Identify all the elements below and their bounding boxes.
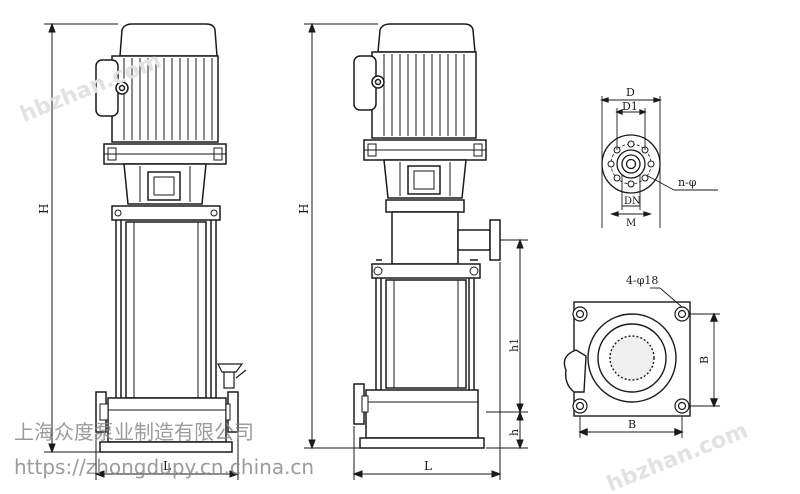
label-b-vertical: B	[698, 356, 711, 364]
mid-h-dimension	[304, 22, 378, 450]
label-h1: h1	[508, 338, 521, 352]
left-h-dimension	[44, 22, 118, 454]
mid-outlet-flange	[489, 219, 501, 261]
mid-motor-fins	[383, 54, 465, 136]
mid-l-dimension	[352, 262, 502, 480]
left-l-dimension	[94, 434, 240, 480]
flange-detail	[599, 96, 718, 228]
middle-pump	[353, 23, 501, 449]
label-base-holes: 4-φ18	[626, 274, 658, 287]
mid-pump-foot	[359, 437, 485, 449]
left-pump-foot	[99, 441, 233, 453]
left-motor-body	[111, 55, 219, 143]
left-motor-cap	[119, 23, 218, 57]
mid-barrel	[385, 279, 467, 389]
base-inlet-grid	[609, 335, 655, 381]
mid-bracket-window	[407, 165, 441, 195]
flange-bore	[621, 154, 641, 174]
label-h: h	[508, 429, 521, 436]
left-pump	[95, 23, 247, 453]
left-terminal-gland	[115, 81, 129, 95]
base-barrel-inner	[597, 323, 667, 393]
left-motor-fins	[123, 58, 213, 140]
base-inlet-port	[563, 349, 587, 393]
mid-tie-flange	[371, 263, 481, 279]
mid-motor-cap	[377, 23, 476, 53]
label-l-left: L	[163, 459, 171, 473]
flange-raised-face	[616, 149, 646, 179]
left-barrel	[125, 221, 207, 399]
label-bolt-holes: n-φ	[678, 176, 697, 189]
mid-outlet-chamber	[391, 211, 459, 265]
label-h-mid: H	[297, 204, 311, 214]
label-b-horizontal: B	[628, 418, 636, 431]
label-l-mid: L	[424, 459, 432, 473]
left-upper-flange	[111, 205, 221, 221]
mid-outlet-pipe	[457, 229, 491, 251]
left-bracket-window	[147, 171, 181, 201]
label-h-left: H	[37, 204, 51, 214]
left-drain-valve	[217, 363, 247, 389]
watermark-company: 上海众度泵业制造有限公司	[14, 420, 254, 444]
watermark-url: https://zhongdupy.cn.china.cn	[14, 455, 314, 479]
label-m: M	[626, 218, 636, 229]
mid-upper-flange	[385, 199, 465, 213]
base-plan	[563, 287, 720, 438]
mid-pump-base	[365, 389, 479, 439]
h1-h-dimension	[486, 238, 528, 450]
label-dn: DN	[624, 196, 641, 207]
base-bolt-holes	[572, 306, 690, 414]
label-d: D	[626, 86, 635, 99]
label-d1: D1	[622, 100, 638, 113]
